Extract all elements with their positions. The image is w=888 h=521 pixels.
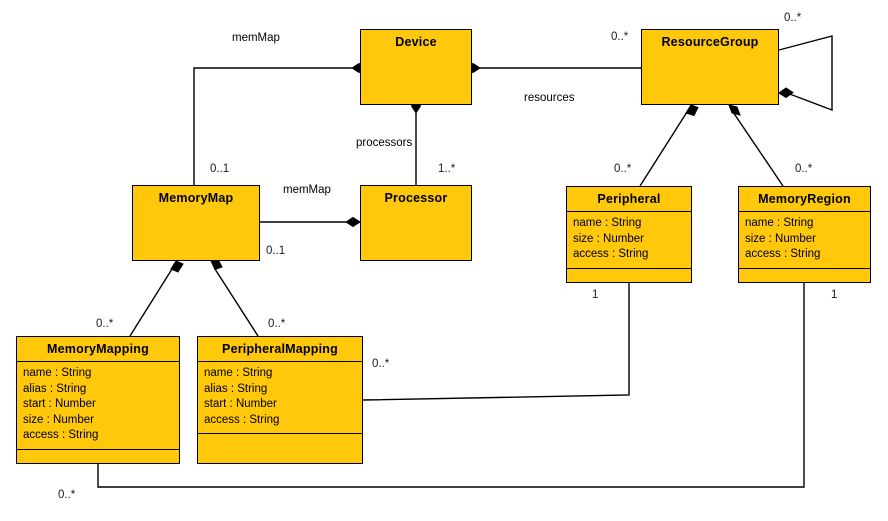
attributes-memorymapping: name : String alias : String start : Num… <box>17 361 179 449</box>
attribute: access : String <box>745 248 821 260</box>
attributes-peripheralmapping: name : String alias : String start : Num… <box>198 361 362 433</box>
uml-class-memorymap[interactable]: MemoryMap <box>132 185 260 261</box>
attribute: start : Number <box>23 398 96 410</box>
multiplicity-peripheralmapping-top: 0..* <box>268 318 286 330</box>
uml-class-memorymapping[interactable]: MemoryMapping name : String alias : Stri… <box>16 336 180 464</box>
multiplicity-memorymap-bottom: 0..1 <box>266 245 286 257</box>
attribute: size : Number <box>23 413 94 426</box>
multiplicity-peripheral-bottom: 1 <box>592 289 599 301</box>
composition-diamond-icon <box>728 104 741 116</box>
composition-diamond-icon <box>345 216 361 228</box>
association-label-resources: resources <box>524 92 575 104</box>
multiplicity-rg-self-end: 0..* <box>784 12 802 24</box>
edge-resourcegroup-self <box>778 35 833 112</box>
operations-peripheral <box>567 267 691 282</box>
association-label-memmap-processor: memMap <box>283 184 331 196</box>
edge-device-resourcegroup <box>465 62 641 74</box>
class-name-processor: Processor <box>384 191 448 205</box>
composition-diamond-icon <box>170 260 184 273</box>
attribute: name : String <box>204 367 273 379</box>
operations-memoryregion <box>739 267 870 282</box>
edge-resourcegroup-peripheral <box>639 104 699 187</box>
composition-diamond-icon <box>778 87 794 99</box>
edge-peripheralmapping-peripheral <box>362 283 630 401</box>
class-name-device: Device <box>395 35 437 49</box>
attribute: access : String <box>23 429 99 441</box>
composition-diamond-icon <box>210 258 223 271</box>
composition-diamond-icon <box>685 104 699 117</box>
class-name-resourcegroup: ResourceGroup <box>661 35 759 49</box>
attribute: access : String <box>204 413 280 426</box>
attribute: access : String <box>573 248 649 260</box>
multiplicity-processor-top: 1..* <box>438 163 456 175</box>
operations-peripheralmapping <box>198 433 362 447</box>
attribute: name : String <box>23 367 92 379</box>
attribute: alias : String <box>204 382 268 395</box>
class-name-peripheral: Peripheral <box>597 192 661 206</box>
edge-memorymapping-memoryregion <box>97 283 805 488</box>
multiplicity-memoryregion-top: 0..* <box>795 163 813 175</box>
edge-memorymap-peripheralmapping <box>210 258 259 337</box>
attributes-memoryregion: name : String size : Number access : Str… <box>739 211 870 268</box>
association-label-processors: processors <box>356 137 413 149</box>
multiplicity-memorymapping-bottom: 0..* <box>58 489 76 501</box>
edge-memorymap-memorymapping <box>129 260 184 337</box>
uml-class-resourcegroup[interactable]: ResourceGroup <box>641 29 779 105</box>
multiplicity-memorymapping-top: 0..* <box>96 318 114 330</box>
operations-memorymapping <box>17 448 179 463</box>
multiplicity-peripheral-top: 0..* <box>614 163 632 175</box>
multiplicity-peripheralmapping-right: 0..* <box>372 358 390 370</box>
uml-class-processor[interactable]: Processor <box>360 185 472 261</box>
attributes-peripheral: name : String size : Number access : Str… <box>567 211 691 268</box>
uml-class-device[interactable]: Device <box>360 29 472 105</box>
edge-device-processor <box>410 98 422 185</box>
attribute: alias : String <box>23 382 87 395</box>
class-name-peripheralmapping: PeripheralMapping <box>222 342 338 356</box>
multiplicity-memorymap-top: 0..1 <box>210 163 230 175</box>
uml-class-peripheral[interactable]: Peripheral name : String size : Number a… <box>566 186 692 283</box>
association-label-memmap-device: memMap <box>232 32 280 44</box>
attribute: start : Number <box>204 398 277 410</box>
uml-class-peripheralmapping[interactable]: PeripheralMapping name : String alias : … <box>197 336 363 464</box>
attribute: size : Number <box>573 232 644 245</box>
attribute: name : String <box>745 217 814 229</box>
multiplicity-rg-device-end: 0..* <box>611 31 629 43</box>
class-name-memorymapping: MemoryMapping <box>47 342 149 356</box>
class-name-memoryregion: MemoryRegion <box>758 192 851 206</box>
edge-resourcegroup-memoryregion <box>728 104 784 187</box>
attribute: size : Number <box>745 232 816 245</box>
attribute: name : String <box>573 217 642 229</box>
class-name-memorymap: MemoryMap <box>158 191 234 205</box>
edge-memorymap-processor <box>260 216 361 228</box>
multiplicity-memoryregion-bottom: 1 <box>831 289 838 301</box>
uml-class-memoryregion[interactable]: MemoryRegion name : String size : Number… <box>738 186 871 283</box>
